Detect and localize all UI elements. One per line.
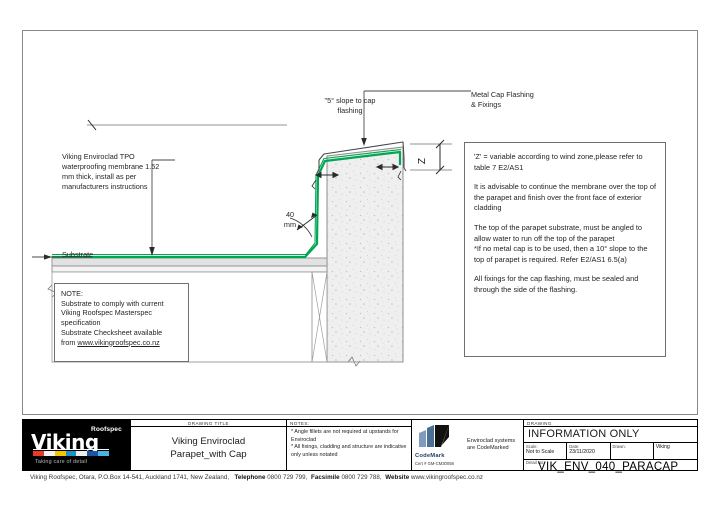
title-block: Viking Roofspec Taking care of detail DR… xyxy=(22,419,698,473)
tech-note-4: *If no metal cap is to be used, then a 1… xyxy=(474,244,648,264)
slope-tick xyxy=(87,119,287,131)
cap-fixings xyxy=(311,163,402,190)
drawing-title-line1: Viking Enviroclad xyxy=(171,436,246,447)
title-note-item-1: * Angle fillets are not required at upst… xyxy=(291,429,399,443)
codemark-wordmark: CodeMark xyxy=(415,453,445,459)
meta-date-value: 23/11/2020 xyxy=(569,449,595,455)
parapet-wall xyxy=(326,146,404,363)
label-membrane: Viking Enviroclad TPO waterproofing memb… xyxy=(62,152,160,191)
drawing-title-line2: Parapet_with Cap xyxy=(170,448,247,460)
drawing-title-body: Viking Enviroclad Parapet_with Cap xyxy=(131,427,286,470)
note-title: NOTE: xyxy=(61,289,83,298)
label-substrate: Substrate xyxy=(62,250,94,259)
dimension-z: Z xyxy=(410,139,452,175)
drawing-status: INFORMATION ONLY xyxy=(524,427,697,443)
drawing-meta-row: Scale: Not to Scale Date: 23/11/2020 Dra… xyxy=(524,443,697,460)
meta-drawn-caption: Drawn: xyxy=(612,444,626,449)
title-notes-cell: NOTES: * Angle fillets are not required … xyxy=(287,420,412,470)
note-website-link[interactable]: www.vikingroofspec.co.nz xyxy=(77,337,160,347)
viking-logo: Viking Roofspec Taking care of detail xyxy=(23,420,130,470)
footer-telephone-label: Telephone xyxy=(234,474,266,481)
logo-rule xyxy=(33,449,109,450)
footer-website-label: Website xyxy=(385,474,410,481)
tech-note-2: It is advisable to continue the membrane… xyxy=(474,182,656,213)
meta-drawn: Drawn: xyxy=(611,443,654,459)
svg-text:Z: Z xyxy=(417,158,428,164)
tech-note-3: The top of the parapet substrate, must b… xyxy=(474,222,643,243)
title-notes-body: * Angle fillets are not required at upst… xyxy=(287,427,411,470)
codemark-mark-icon xyxy=(419,425,449,447)
codemark-statement: Enviroclad systems are CodeMarked xyxy=(467,437,516,451)
note-line-4: Substrate Checksheet available xyxy=(61,327,163,337)
viking-wordmark: Viking xyxy=(31,430,99,454)
roofspec-superscript: Roofspec xyxy=(91,426,122,433)
codemark-logo: CodeMark Cert # GM-CM30058 xyxy=(415,422,463,468)
tech-note-5: All fixings for the cap flashing, must b… xyxy=(474,274,639,294)
meta-author-value: Viking xyxy=(655,444,670,450)
meta-date-caption: Date: xyxy=(569,444,580,449)
title-notes-caption: NOTES: xyxy=(287,420,411,427)
footer-website[interactable]: www.vikingroofspec.co.nz xyxy=(410,474,484,481)
codemark-cert-number: Cert # GM-CM30058 xyxy=(415,461,454,466)
codemark-cell: CodeMark Cert # GM-CM30058 Enviroclad sy… xyxy=(412,420,524,470)
note-line-5: from www.vikingroofspec.co.nz xyxy=(61,338,182,348)
note-line-5-prefix: from xyxy=(61,337,78,347)
metal-cap-flashing xyxy=(316,141,407,174)
drawing-title-caption: DRAWING TITLE xyxy=(131,420,286,427)
page-footer: Viking Roofspec, Otara, P.O.Box 14-541, … xyxy=(30,474,690,481)
technical-notes-panel: 'Z' = variable according to wind zone,pl… xyxy=(464,142,666,357)
drawing-number-caption: Detail No: xyxy=(526,460,545,465)
note-line-2: Viking Roofspec Masterspec xyxy=(61,308,152,318)
meta-scale-caption: Scale: xyxy=(526,444,538,449)
logo-tagline: Taking care of detail xyxy=(35,459,88,465)
title-note-item-2: * All fixings, cladding and structure ar… xyxy=(291,444,407,458)
logo-color-bar xyxy=(33,451,110,456)
meta-scale: Scale: Not to Scale xyxy=(524,443,568,459)
note-line-1: Substrate to comply with current xyxy=(61,298,164,308)
label-dimension-40mm: 40 mm xyxy=(283,210,297,229)
drawing-caption: DRAWING xyxy=(524,420,697,427)
note-line-3: specification xyxy=(61,318,101,328)
drawing-info-cell: DRAWING INFORMATION ONLY Scale: Not to S… xyxy=(524,420,697,473)
meta-date: Date: 23/11/2020 xyxy=(567,443,611,459)
label-slope-to-cap: "5° slope to cap flashing xyxy=(324,96,376,115)
leader-metal-cap xyxy=(361,90,471,146)
leader-substrate xyxy=(32,254,92,260)
tech-note-1: 'Z' = variable according to wind zone,pl… xyxy=(474,152,643,172)
drawing-number-value: VIK_ENV_040_PARACAP xyxy=(538,461,679,473)
note-box-substrate: NOTE: Substrate to comply with current V… xyxy=(54,283,189,362)
leader-membrane xyxy=(149,159,175,256)
dimension-40mm xyxy=(289,212,318,238)
drawing-number-row: Detail No: VIK_ENV_040_PARACAP xyxy=(524,460,697,473)
footer-facsimile-label: Facsimile xyxy=(311,474,340,481)
footer-facsimile: 0800 729 788, xyxy=(341,474,382,481)
drawing-title-cell: DRAWING TITLE Viking Enviroclad Parapet_… xyxy=(130,420,287,470)
meta-scale-value: Not to Scale xyxy=(526,449,555,455)
footer-telephone: 0800 729 799, xyxy=(267,474,308,481)
meta-author: Viking xyxy=(654,443,697,459)
label-metal-cap-flashing: Metal Cap Flashing & Fixings xyxy=(471,90,534,109)
footer-address: Viking Roofspec, Otara, P.O.Box 14-541, … xyxy=(30,474,230,481)
